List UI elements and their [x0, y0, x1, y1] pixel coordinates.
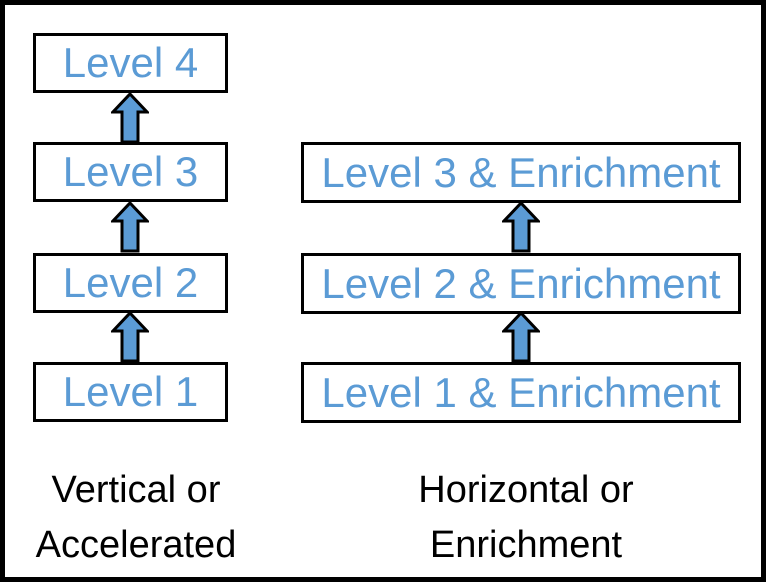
right-caption-line-2: Enrichment [429, 524, 623, 566]
box-level-3-label: Level 3 [62, 148, 199, 195]
up-arrow-icon [502, 311, 540, 363]
box-level-2-enrichment-label: Level 2 & Enrichment [321, 259, 721, 307]
right-caption-line-1: Horizontal or [418, 469, 634, 511]
box-level-3-enrichment: Level 3 & Enrichment [301, 142, 741, 203]
left-caption-line-1: Vertical or [51, 469, 221, 511]
box-level-1-enrichment: Level 1 & Enrichment [301, 362, 741, 423]
left-column-caption: Vertical or Accelerated [11, 463, 261, 573]
up-arrow-icon [502, 201, 540, 253]
box-level-2-enrichment: Level 2 & Enrichment [301, 253, 741, 314]
box-level-4: Level 4 [33, 33, 228, 93]
box-level-1-label: Level 1 [62, 368, 199, 415]
box-level-3-enrichment-label: Level 3 & Enrichment [321, 148, 721, 196]
up-arrow-icon [111, 311, 149, 363]
box-level-2: Level 2 [33, 253, 228, 313]
box-level-1: Level 1 [33, 362, 228, 422]
up-arrow-icon [111, 92, 149, 144]
up-arrow-icon [111, 201, 149, 253]
box-level-2-label: Level 2 [62, 259, 199, 306]
left-caption-line-2: Accelerated [35, 524, 237, 566]
box-level-1-enrichment-label: Level 1 & Enrichment [321, 368, 721, 416]
box-level-4-label: Level 4 [62, 39, 199, 86]
box-level-3: Level 3 [33, 142, 228, 202]
right-column-caption: Horizontal or Enrichment [401, 463, 651, 573]
